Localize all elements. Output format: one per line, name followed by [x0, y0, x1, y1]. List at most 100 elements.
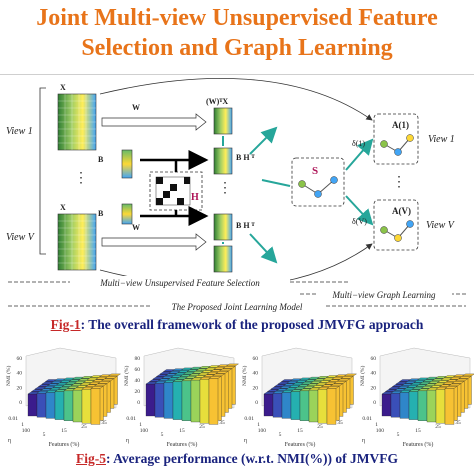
y-axis-label: η	[126, 438, 129, 444]
chart-bar	[90, 388, 101, 425]
z-tick: 0	[19, 400, 22, 406]
chart-bar	[281, 392, 292, 419]
teal-arrow-down	[249, 233, 278, 264]
title-line-1: Joint Multi-view Unsupervised Feature	[36, 5, 438, 31]
b1-vector	[121, 149, 133, 179]
y-tick: 1	[257, 422, 260, 428]
y-tick: 100	[376, 428, 385, 434]
b1-label: B	[98, 155, 104, 164]
caption-2-fig: Fig-5	[75, 451, 106, 466]
x-tick: 5	[279, 432, 282, 438]
a1-graph	[380, 134, 414, 156]
z-axis-label: NMI (%)	[5, 366, 12, 386]
z-tick: 0	[255, 400, 258, 406]
chart-bar	[299, 390, 310, 421]
z-tick: 20	[17, 385, 23, 391]
y-axis-label: η	[8, 438, 11, 444]
z-tick: 60	[253, 356, 259, 362]
z-tick: 60	[371, 356, 377, 362]
y-tick: 1	[139, 422, 142, 428]
bar-2-label: Multi−view Graph Learning	[331, 290, 436, 300]
view-bracket	[39, 87, 46, 255]
chart-bar	[263, 393, 274, 417]
chart-bar-top	[330, 383, 343, 387]
caption-1-text: : The overall framework of the proposed …	[80, 317, 424, 332]
chart-bar	[272, 393, 283, 418]
av-view-label: View V	[426, 220, 456, 231]
chart-bar	[408, 391, 419, 420]
a1-view-label: View 1	[428, 134, 455, 145]
x-tick: 5	[397, 432, 400, 438]
s-label: S	[312, 165, 318, 177]
av-box	[373, 199, 419, 251]
chart-bar	[417, 390, 428, 421]
bv-vector	[121, 203, 133, 225]
w1-arrow	[101, 113, 207, 131]
x-tick: 15	[297, 428, 303, 434]
z-axis-label: NMI (%)	[241, 366, 248, 386]
chart-bar	[381, 393, 392, 417]
chart-bar-top	[458, 376, 472, 379]
chart-bar	[390, 393, 401, 418]
projected-1	[213, 107, 233, 175]
x-axis-label: Features (%)	[403, 441, 434, 448]
bar-1-bg	[70, 276, 290, 288]
wv-arrow	[101, 233, 207, 251]
ellipsis-mid: ⋮	[218, 181, 232, 196]
chart-bar-top	[444, 386, 458, 389]
chart-bar-top	[326, 386, 340, 389]
bar-1-label: Multi−view Unsupervised Feature Selectio…	[99, 278, 260, 288]
chart-bar-top	[340, 376, 354, 379]
curve-top	[99, 78, 373, 121]
chart-bar-top	[101, 378, 114, 382]
chart-bar-top	[104, 376, 118, 379]
y-tick: 1	[21, 422, 24, 428]
chart-bar	[208, 378, 219, 425]
chart-bar-top	[455, 378, 468, 382]
chart-bar	[444, 388, 455, 425]
chart-bar-top	[108, 373, 121, 377]
chart-bar	[199, 379, 210, 424]
x-tick: 5	[161, 432, 164, 438]
chart-bar-top	[337, 378, 350, 382]
x1-matrix	[57, 93, 97, 151]
chart-bar-top	[333, 381, 347, 384]
chart-bar	[326, 388, 337, 425]
z-tick: 40	[371, 371, 377, 377]
z-tick: 0	[137, 400, 140, 406]
s-graph	[298, 176, 338, 198]
x-tick: 35	[101, 420, 107, 426]
s-to-av	[345, 195, 374, 226]
y-tick: 1	[375, 422, 378, 428]
z-axis-label: NMI (%)	[123, 366, 130, 386]
z-tick: 0	[373, 400, 376, 406]
caption-2: Fig-5: Average performance (w.r.t. NMI(%…	[0, 451, 474, 467]
chart-bar-top	[344, 373, 357, 377]
chart-bar-top	[212, 373, 225, 377]
x-axis-label: Features (%)	[167, 441, 198, 448]
title-line-2: Selection and Graph Learning	[81, 35, 393, 61]
av-graph	[380, 220, 414, 242]
a1-label: A(1)	[392, 120, 409, 130]
chart-bar-top	[208, 376, 222, 379]
z-tick: 20	[371, 385, 377, 391]
s-box	[291, 157, 345, 207]
chart-bar	[27, 393, 38, 417]
x-tick: 35	[455, 420, 461, 426]
bv-label: B	[98, 209, 104, 218]
caption-2-text: : Average performance (w.r.t. NMI(%)) of…	[105, 451, 399, 466]
chart-bar	[308, 389, 319, 423]
z-tick: 20	[253, 385, 259, 391]
chart-bar	[72, 389, 83, 423]
chart-bar-top	[219, 368, 232, 372]
y-tick: 0.01	[126, 416, 136, 422]
chart-bar	[54, 391, 65, 420]
wv-label: W	[132, 223, 140, 232]
x-tick: 5	[43, 432, 46, 438]
s-to-a1	[345, 138, 374, 171]
delta-1-label: δ(1)	[352, 139, 365, 148]
x-tick: 35	[219, 420, 225, 426]
chart-bar	[317, 389, 328, 424]
x-tick: 35	[337, 420, 343, 426]
